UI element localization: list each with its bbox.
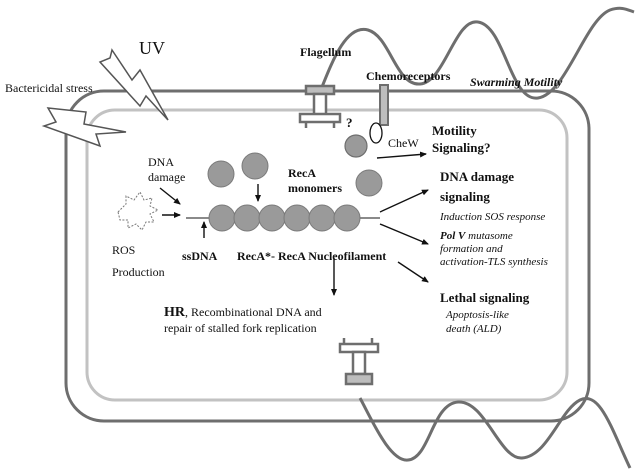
swarming-motility-label: Swarming Motility — [470, 75, 563, 89]
flagellum-label: Flagellum — [300, 45, 352, 59]
ald-label-line1: Apoptosis-like — [446, 309, 509, 321]
lethal-signaling-label: Lethal signaling — [440, 290, 530, 305]
hr-bold: HR — [164, 305, 185, 320]
chemoreceptors-label: Chemoreceptors — [366, 69, 451, 83]
dna-damage-signaling-line1: DNA damage — [440, 169, 515, 184]
induction-sos-label: Induction SOS response — [440, 211, 546, 223]
uv-label: UV — [139, 38, 165, 58]
uv-lightning-icon — [98, 48, 169, 121]
pol-v-label-line3: activation-TLS synthesis — [440, 256, 548, 268]
dna-damage-label-line1: DNA — [148, 155, 174, 169]
reca-nucleofilament — [208, 204, 361, 232]
chew-label: CheW — [388, 136, 419, 150]
reca-monomers-label-line2: monomers — [288, 181, 342, 195]
dna-damage-label-line2: damage — [148, 170, 186, 184]
flagellar-motor-top — [298, 84, 342, 128]
ssdna-label: ssDNA — [182, 249, 218, 263]
hr-label-line2: repair of stalled fork replication — [164, 321, 317, 335]
pol-v-label-line1: Pol V mutasome — [440, 230, 513, 243]
bactericidal-stress-label: Bactericidal stress — [5, 81, 93, 95]
reca-monomers-label-line1: RecA — [288, 166, 316, 180]
pathway-arrows — [159, 151, 429, 296]
hr-label-line1: HR, Recombinational DNA and — [164, 305, 322, 321]
pol-v-bold: Pol V — [440, 230, 466, 242]
motility-signaling-line2: Signaling? — [432, 140, 491, 155]
ros-starburst-icon — [117, 191, 160, 231]
flagellum-top — [318, 6, 635, 100]
motility-signaling-line1: Motility — [432, 123, 477, 138]
pol-v-rest: mutasome — [465, 230, 513, 242]
ald-label-line2: death (ALD) — [446, 323, 502, 335]
flagellum-bottom — [358, 396, 632, 469]
reca-monomers — [207, 152, 383, 197]
dna-damage-signaling-line2: signaling — [440, 189, 490, 204]
ros-label: ROS — [112, 243, 136, 257]
chew-protein — [344, 134, 368, 158]
nucleofilament-label: RecA*- RecA Nucleofilament — [237, 249, 387, 263]
bactericidal-lightning-icon — [41, 107, 127, 148]
chemoreceptor — [369, 84, 389, 144]
pol-v-label-line2: formation and — [440, 243, 503, 255]
hr-rest: , Recombinational DNA and — [185, 305, 322, 319]
flagellar-motor-bottom — [338, 338, 380, 386]
production-label: Production — [112, 265, 165, 279]
receptor-question-mark: ? — [346, 115, 353, 130]
